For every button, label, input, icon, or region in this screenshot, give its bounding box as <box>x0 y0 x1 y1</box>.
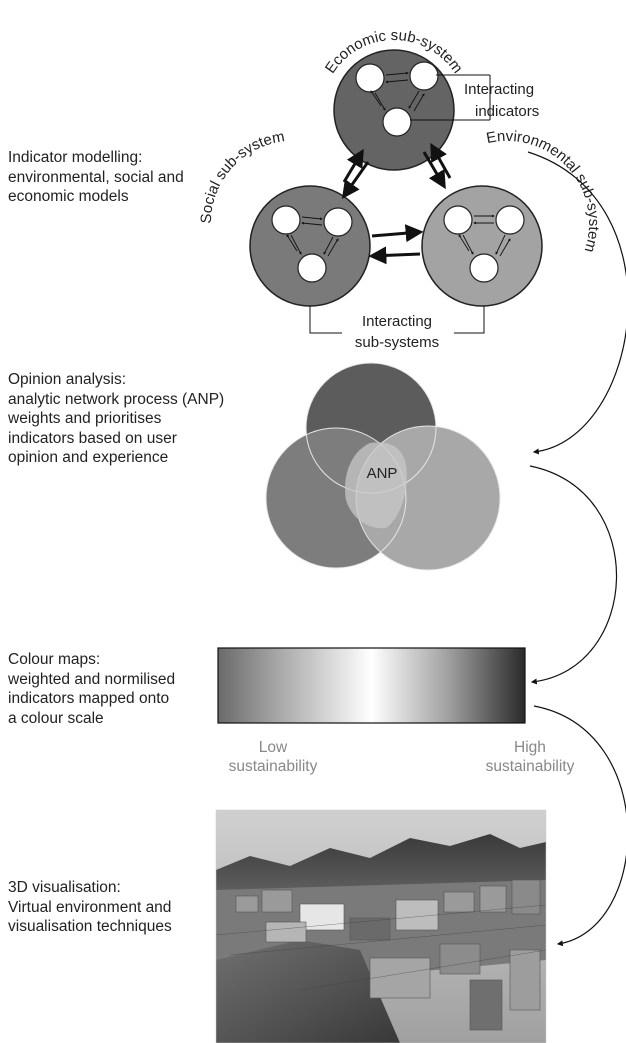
interacting-subsystems-label: sub-systems <box>355 334 439 351</box>
indicator-circle <box>495 205 525 235</box>
text-line: sustainability <box>485 758 575 775</box>
text-line: environmental, social and <box>8 168 184 186</box>
subsystem-interaction-arrows <box>341 142 452 265</box>
bracket-label-background <box>342 310 454 352</box>
step-indicator-modelling-text: Indicator modelling: environmental, soci… <box>8 148 184 207</box>
indicator-interaction-arrows <box>286 71 511 257</box>
environmental-subsystem-circle <box>421 185 543 307</box>
interacting-indicators-label: indicators <box>475 103 539 120</box>
colour-scale-bar <box>217 647 526 724</box>
indicator-circle <box>382 107 412 137</box>
flow-arrow-to-opinion-analysis <box>527 151 626 455</box>
text-line: analytic network process (ANP) <box>8 390 225 408</box>
low-sustainability-label: Low sustainability <box>218 738 328 776</box>
text-line: visualisation techniques <box>8 918 172 935</box>
anp-venn-diagram: ANP <box>265 362 501 571</box>
city-visualisation-image <box>216 810 546 1043</box>
text-line: weighted and normilised <box>8 670 176 688</box>
flow-arrows <box>527 151 626 947</box>
indicator-circle <box>323 207 353 237</box>
interacting-subsystems-label: Interacting <box>362 313 432 330</box>
step-opinion-analysis-text: Opinion analysis: analytic network proce… <box>8 370 224 468</box>
text-line: Indicator modelling: <box>8 149 143 166</box>
text-line: Colour maps: <box>8 651 101 668</box>
text-line: indicators based on user <box>8 429 177 447</box>
indicator-circle <box>443 205 473 235</box>
flow-arrow-to-colour-maps <box>529 465 618 685</box>
text-line: sustainability <box>228 758 318 775</box>
city-image-frame <box>215 809 547 1043</box>
indicator-circle <box>297 253 327 283</box>
flow-arrow-to-3d-visualisation <box>533 705 626 947</box>
text-line: economic models <box>8 188 129 205</box>
subsystems-diagram: Economic sub-system Social sub-system En… <box>198 27 602 352</box>
high-sustainability-label: High sustainability <box>460 738 600 776</box>
step-3d-visualisation-text: 3D visualisation: Virtual environment an… <box>8 878 172 937</box>
step-colour-maps-text: Colour maps: weighted and normilised ind… <box>8 650 175 728</box>
interacting-indicators-label: Interacting <box>464 81 534 98</box>
text-line: 3D visualisation: <box>8 879 121 896</box>
text-line: opinion and experience <box>8 449 169 466</box>
social-subsystem-circle <box>249 185 371 307</box>
text-line: High <box>514 739 546 756</box>
text-line: indicators mapped onto <box>8 690 170 707</box>
anp-label: ANP <box>367 465 398 482</box>
text-line: weights and prioritises <box>8 410 162 427</box>
text-line: a colour scale <box>8 709 104 727</box>
indicator-circle <box>355 63 385 93</box>
text-line: Virtual environment and <box>8 898 172 916</box>
text-line: Opinion analysis: <box>8 371 127 388</box>
indicator-circle <box>469 253 499 283</box>
indicator-circle <box>409 61 439 91</box>
indicator-circle <box>271 205 301 235</box>
text-line: Low <box>258 739 288 756</box>
venn-center-overlap <box>345 442 407 529</box>
